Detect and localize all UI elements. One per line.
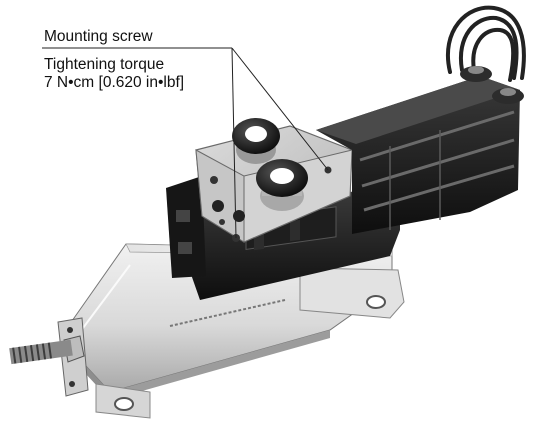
valve-end-block — [166, 176, 206, 278]
piston-rod — [9, 335, 85, 365]
solenoid-block — [316, 76, 520, 234]
mounting-screw-label: Mounting screw — [44, 28, 153, 45]
mounting-foot — [95, 267, 405, 419]
push-in-fitting-rear — [232, 118, 280, 164]
push-in-fitting-front — [256, 159, 308, 211]
tightening-torque-label: Tightening torque — [44, 56, 165, 73]
torque-value-label: 7 N•cm [0.620 in•lbf] — [44, 74, 185, 91]
lead-wires — [446, 5, 526, 82]
leader-lines — [42, 47, 329, 239]
wire-connectors — [460, 66, 524, 104]
